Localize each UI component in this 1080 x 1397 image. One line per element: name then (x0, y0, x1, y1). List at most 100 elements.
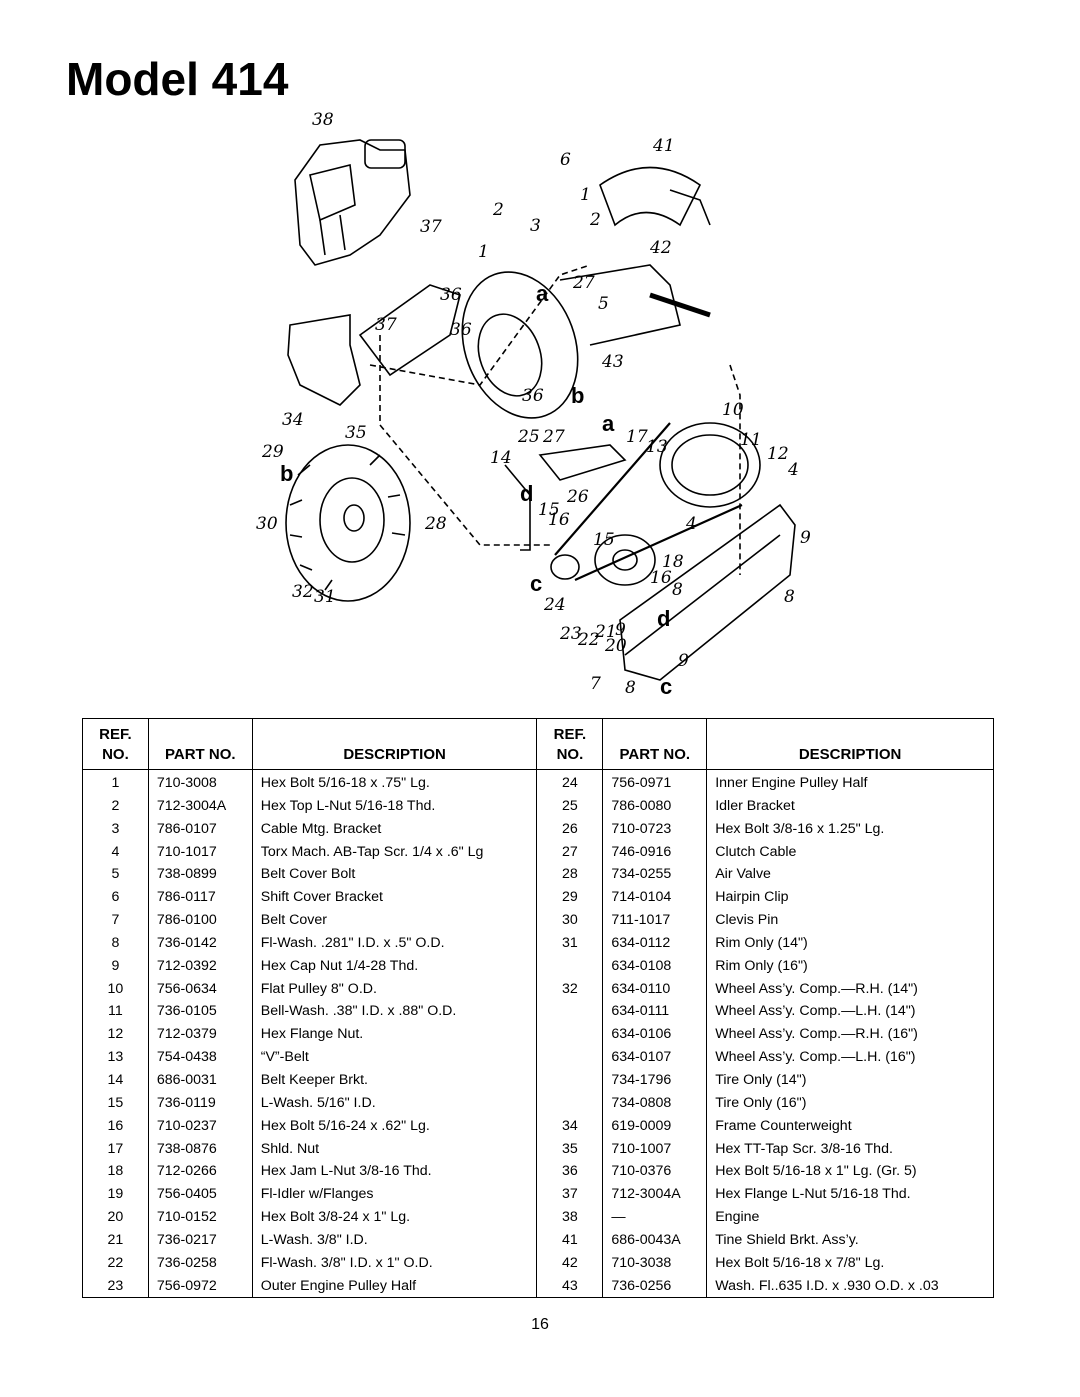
ref-no-cell: 31 (536, 931, 603, 955)
part-no-cell: 712-3004A (602, 1183, 707, 1207)
ref-no-cell: 27 (536, 840, 603, 864)
part-no-cell: 756-0971 (602, 769, 707, 795)
description-cell: Rim Only (16") (706, 954, 994, 978)
description-cell: Flat Pulley 8" O.D. (251, 977, 537, 1001)
ref-no-cell: 32 (536, 977, 603, 1001)
part-no-cell: 786-0117 (147, 886, 253, 910)
part-no-cell: 756-0972 (147, 1274, 253, 1298)
svg-text:37: 37 (375, 315, 397, 335)
ref-no-cell: 17 (107, 1140, 124, 1157)
part-no-cell: 686-0031 (147, 1068, 253, 1092)
part-no-cell: 710-0376 (602, 1160, 707, 1184)
svg-text:6: 6 (560, 150, 571, 170)
description-cell: Belt Keeper Brkt. (251, 1068, 537, 1092)
svg-text:9: 9 (678, 651, 689, 671)
svg-text:10: 10 (722, 400, 744, 420)
part-no-cell: 738-0876 (147, 1137, 253, 1161)
ref-no-cell: 13 (107, 1049, 124, 1066)
wheel-tire (285, 444, 411, 602)
part-no-cell: 786-0080 (602, 794, 707, 818)
svg-text:11: 11 (740, 430, 762, 450)
description-cell: Hex Bolt 5/16-24 x .62" Lg. (251, 1114, 537, 1138)
part-no-cell: 634-0108 (602, 954, 707, 978)
flat-pulley (659, 422, 761, 508)
svg-text:16: 16 (650, 568, 672, 588)
svg-text:27: 27 (542, 427, 565, 447)
description-header-left: DESCRIPTION (251, 718, 537, 770)
description-cell: Frame Counterweight (706, 1114, 994, 1138)
ref-no-cell: 9 (111, 957, 120, 974)
ref-no-cell: 20 (107, 1209, 124, 1226)
svg-text:a: a (602, 411, 615, 436)
svg-text:36: 36 (450, 320, 472, 340)
page-title: Model 414 (66, 53, 289, 105)
description-cell: Hex Bolt 5/16-18 x .75" Lg. (251, 769, 537, 795)
part-no-header-left: PART NO. (147, 718, 253, 770)
svg-text:26: 26 (566, 487, 589, 507)
svg-text:9: 9 (800, 528, 811, 548)
description-cell: Tine Shield Brkt. Ass’y. (706, 1228, 994, 1252)
svg-text:28: 28 (424, 514, 447, 534)
description-cell: Hex Jam L-Nut 3/8-16 Thd. (251, 1160, 537, 1184)
svg-text:15: 15 (593, 530, 615, 550)
part-no-cell: 710-3038 (602, 1251, 707, 1275)
description-cell: Cable Mtg. Bracket (251, 817, 537, 841)
description-cell: Inner Engine Pulley Half (706, 769, 994, 795)
part-no-cell: 634-0106 (602, 1023, 707, 1047)
part-no-cell: 710-0723 (602, 817, 707, 841)
ref-no-cell: 15 (107, 1094, 124, 1111)
part-no-cell: 686-0043A (602, 1228, 707, 1252)
ref-no-cell (536, 1068, 603, 1092)
exploded-parts-diagram: 38 6 41 2 3 1 2 37 42 1 27 36 a 5 37 36 … (230, 105, 830, 705)
part-no-cell: 734-0255 (602, 863, 707, 887)
part-no-cell: 710-1017 (147, 840, 253, 864)
idler-pulley (594, 534, 656, 586)
part-no-cell: 710-0237 (147, 1114, 253, 1138)
part-no-cell: 634-0111 (602, 1000, 707, 1024)
description-cell: Hex Bolt 5/16-18 x 7/8" Lg. (706, 1251, 994, 1275)
description-cell: Engine (706, 1206, 994, 1229)
description-cell: Hex Top L-Nut 5/16-18 Thd. (251, 794, 537, 818)
part-no-cell: 746-0916 (602, 840, 707, 864)
svg-text:8: 8 (784, 587, 795, 607)
description-header-right: DESCRIPTION (706, 718, 994, 770)
svg-text:38: 38 (312, 110, 334, 130)
svg-text:7: 7 (590, 674, 601, 694)
part-no-header-right: PART NO. (602, 718, 707, 770)
svg-text:42: 42 (649, 238, 672, 258)
svg-text:4: 4 (685, 514, 697, 534)
part-no-cell: 736-0105 (147, 1000, 253, 1024)
description-cell: Belt Cover Bolt (251, 863, 537, 887)
part-no-cell: 634-0107 (602, 1046, 707, 1069)
tine-shield-shape (599, 166, 702, 227)
ref-no-cell: 22 (107, 1254, 124, 1271)
ref-no-cell: 25 (536, 794, 603, 818)
ref-no-header-left: REF.NO. (82, 718, 149, 770)
ref-no-cell: 43 (536, 1274, 603, 1298)
ref-no-cell (536, 1046, 603, 1069)
description-cell: Outer Engine Pulley Half (251, 1274, 537, 1298)
ref-no-cell: 5 (111, 866, 120, 883)
svg-text:43: 43 (601, 352, 624, 372)
description-cell: Shld. Nut (251, 1137, 537, 1161)
part-no-cell: 754-0438 (147, 1046, 253, 1069)
part-no-cell: 736-0258 (147, 1251, 253, 1275)
part-no-cell: 734-1796 (602, 1068, 707, 1092)
svg-text:2: 2 (492, 200, 504, 220)
part-no-cell: 786-0100 (147, 909, 253, 932)
description-cell: Air Valve (706, 863, 994, 887)
ref-no-cell: 37 (536, 1183, 603, 1207)
ref-no-cell: 7 (111, 912, 120, 929)
description-cell: Belt Cover (251, 909, 537, 932)
ref-no-cell (536, 954, 603, 978)
ref-no-cell: 2 (111, 797, 120, 814)
part-no-cell: 619-0009 (602, 1114, 707, 1138)
